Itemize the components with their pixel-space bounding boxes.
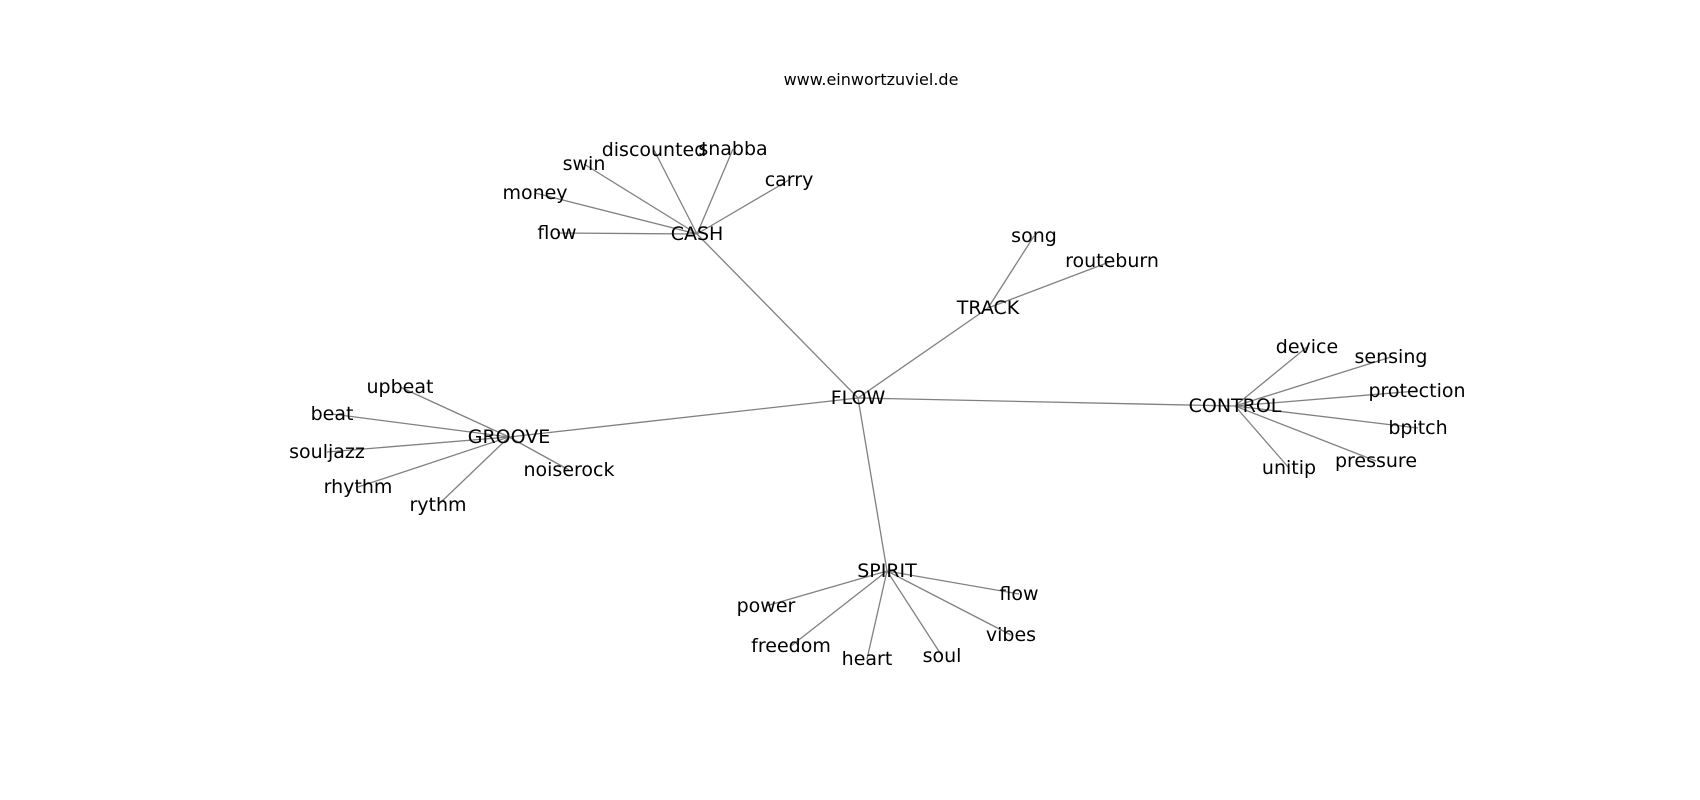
labels-layer: FLOW CASH TRACK GROOVE CONTROL SPIRIT discount… xyxy=(289,138,1465,670)
edge-track-song xyxy=(987,235,1035,309)
node-label-soul: soul xyxy=(923,645,962,667)
edge-flow_c-groove xyxy=(508,397,859,438)
node-label-control: CONTROL xyxy=(1189,395,1282,417)
edge-groove-rythm xyxy=(437,436,510,506)
node-label-beat: beat xyxy=(311,403,354,425)
node-label-spirit: SPIRIT xyxy=(857,560,917,582)
edge-groove-beat xyxy=(331,413,510,438)
edge-cash-swin xyxy=(583,163,698,235)
edge-flow_c-control xyxy=(857,397,1236,407)
node-label-rhythm: rhythm xyxy=(324,476,393,498)
edge-spirit-flow_spirit xyxy=(886,570,1020,595)
edge-groove-noiserock xyxy=(508,436,570,471)
node-label-protection: protection xyxy=(1368,380,1465,402)
node-label-sensing: sensing xyxy=(1355,346,1428,368)
node-label-power: power xyxy=(737,595,796,617)
node-label-rythm: rythm xyxy=(409,494,466,516)
edge-flow_c-spirit xyxy=(857,397,888,572)
edge-cash-discounted xyxy=(653,149,698,235)
edge-control-sensing xyxy=(1234,356,1392,407)
node-label-snabba: snabba xyxy=(698,138,767,160)
edge-control-bpitch xyxy=(1234,405,1419,429)
edge-spirit-power xyxy=(765,570,888,607)
edge-spirit-freedom xyxy=(790,570,888,647)
edge-groove-upbeat xyxy=(399,386,510,438)
node-label-money: money xyxy=(502,182,567,204)
node-label-flow_c: FLOW xyxy=(831,387,886,409)
node-label-swin: swin xyxy=(563,153,606,175)
edge-control-unitip xyxy=(1234,405,1290,469)
page-title: www.einwortzuviel.de xyxy=(783,70,959,89)
edge-spirit-soul xyxy=(886,570,943,657)
node-label-song: song xyxy=(1011,225,1057,247)
edge-control-protection xyxy=(1234,390,1418,407)
node-label-groove: GROOVE xyxy=(468,426,551,448)
edge-cash-flow_cash xyxy=(556,232,698,235)
edge-control-device xyxy=(1234,346,1308,407)
node-label-flow_cash: flow xyxy=(537,222,576,244)
node-label-routeburn: routeburn xyxy=(1065,250,1159,272)
node-label-carry: carry xyxy=(765,169,814,191)
node-label-bpitch: bpitch xyxy=(1388,417,1447,439)
edge-cash-money xyxy=(534,192,698,235)
edges-layer xyxy=(326,148,1419,660)
edge-groove-souljazz xyxy=(326,436,510,453)
edge-spirit-vibes xyxy=(886,570,1012,636)
node-label-cash: CASH xyxy=(671,223,724,245)
node-label-vibes: vibes xyxy=(986,624,1036,646)
node-label-discounted: discounted xyxy=(602,139,707,161)
node-label-unitip: unitip xyxy=(1262,457,1316,479)
edge-groove-rhythm xyxy=(357,436,510,488)
node-label-souljazz: souljazz xyxy=(289,441,365,463)
edge-track-routeburn xyxy=(987,260,1113,309)
edge-flow_c-track xyxy=(857,307,989,399)
node-label-device: device xyxy=(1276,336,1338,358)
edge-flow_c-cash xyxy=(696,233,859,399)
edge-cash-snabba xyxy=(696,148,734,235)
edge-spirit-heart xyxy=(866,570,888,660)
edge-cash-carry xyxy=(696,179,790,235)
node-label-heart: heart xyxy=(842,648,893,670)
node-label-track: TRACK xyxy=(956,297,1020,319)
node-label-freedom: freedom xyxy=(751,635,831,657)
node-label-flow_spirit: flow xyxy=(999,583,1038,605)
node-label-upbeat: upbeat xyxy=(367,376,434,398)
node-label-noiserock: noiserock xyxy=(523,459,614,481)
edge-control-pressure xyxy=(1234,405,1377,462)
node-label-pressure: pressure xyxy=(1335,450,1417,472)
